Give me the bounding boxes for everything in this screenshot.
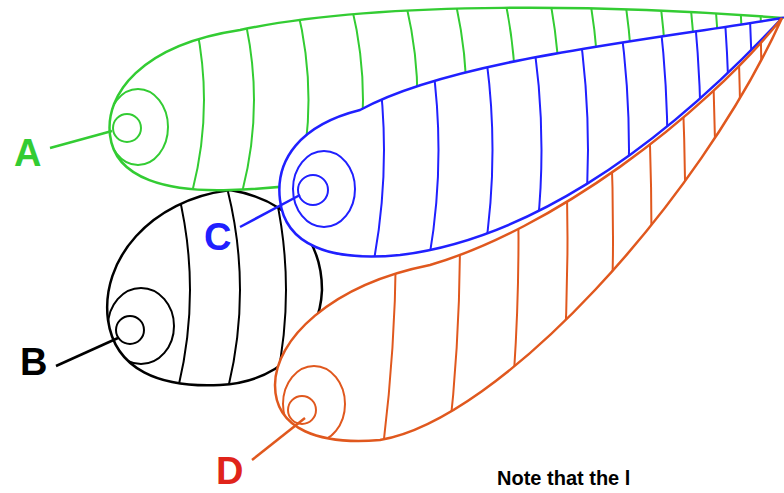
part-label: A: [14, 134, 41, 172]
cone-rib: [602, 0, 613, 470]
cone-ring: [108, 89, 168, 165]
cone-rib: [425, 20, 439, 280]
cone-rib: [505, 0, 519, 470]
leader-line: [252, 418, 305, 460]
cone-rib: [678, 0, 686, 470]
cone-ring: [293, 151, 355, 227]
part-label: C: [204, 218, 231, 256]
part-label: B: [20, 343, 47, 381]
note-text: Note that the l: [497, 468, 630, 488]
cone-ring: [108, 288, 174, 364]
leader-line: [50, 131, 112, 148]
cone-d: [275, 0, 782, 470]
cone-rib: [370, 20, 384, 280]
cone-rib: [725, 20, 730, 280]
cone-rib: [737, 0, 742, 470]
cone-rib: [380, 0, 396, 470]
cone-rib: [190, 0, 204, 200]
cone-ribs: [283, 0, 763, 470]
cone-ring: [283, 366, 345, 442]
cone-rib: [225, 180, 240, 400]
cone-ring: [116, 316, 144, 344]
cone-rib: [445, 0, 460, 470]
cone-rib: [555, 0, 568, 470]
cone-outline: [275, 18, 782, 441]
cone-ring: [298, 175, 328, 205]
cone-ribs: [108, 180, 286, 400]
leader-line: [56, 338, 118, 366]
cone-rib: [760, 0, 763, 470]
cone-rib: [642, 0, 652, 470]
cone-rib: [175, 180, 190, 400]
cone-rib: [710, 0, 716, 470]
leader-line: [240, 195, 300, 227]
cone-rib: [240, 0, 254, 200]
part-label: D: [216, 452, 243, 490]
cone-ring: [113, 114, 141, 142]
